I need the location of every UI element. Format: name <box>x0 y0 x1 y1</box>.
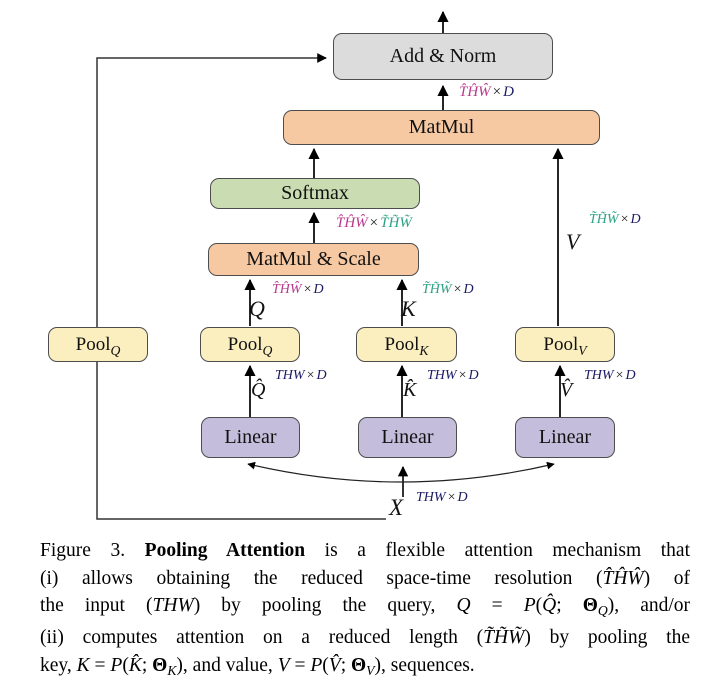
caption-segment: Θ <box>582 595 598 616</box>
figure-caption: Figure 3. Pooling Attention is a flexibl… <box>40 537 690 684</box>
caption-segment: T̂ĤŴ <box>602 567 644 589</box>
caption-segment: ( <box>535 595 543 616</box>
var-label-v: V <box>566 229 580 254</box>
caption-segment: , and/or <box>614 595 691 616</box>
pool-v-label: PoolV <box>543 333 587 358</box>
caption-segment: ; <box>556 595 583 616</box>
dim-label-attn-matrix: T̂ĤŴ×T̃H̃W̃ <box>336 215 412 231</box>
caption-segment: Θ <box>152 654 168 676</box>
add-norm-label: Add & Norm <box>389 45 497 67</box>
pool-k-label: PoolK <box>384 333 429 358</box>
flow-arrows <box>96 10 566 520</box>
caption-segment: T̃H̃W̃ <box>483 627 525 649</box>
linear-q-label: Linear <box>224 426 277 448</box>
softmax-box: Softmax <box>210 178 420 209</box>
pool-q-residual-box: PoolQ <box>48 327 148 362</box>
var-label-q: Q <box>249 296 265 321</box>
caption-segment: Figure 3. <box>40 540 145 561</box>
add-norm-box: Add & Norm <box>333 33 553 80</box>
caption-segment: Pooling Attention <box>144 540 306 561</box>
caption-segment: ) <box>607 595 615 616</box>
caption-segment: ; <box>340 654 351 676</box>
pool-k-box: PoolK <box>356 327 457 362</box>
caption-segment: THW <box>152 595 194 616</box>
caption-segment: P <box>523 595 536 616</box>
caption-segment: = <box>289 654 311 676</box>
caption-segment: K̂ <box>128 654 142 676</box>
caption-segment: Θ <box>351 654 367 676</box>
caption-segment: V̂ <box>328 654 341 676</box>
dim-label-v: T̃H̃W̃×D <box>589 212 641 227</box>
caption-segment: Q <box>456 595 471 616</box>
caption-segment: K <box>167 662 177 678</box>
caption-segment: ( <box>322 654 329 676</box>
dim-label-k: T̃H̃W̃×D <box>422 282 474 297</box>
caption-line: (i) allows obtaining the reduced space-t… <box>40 565 690 593</box>
caption-line: Figure 3. Pooling Attention is a flexibl… <box>40 537 690 565</box>
caption-segment: K <box>76 654 90 676</box>
caption-line: (ii) computes attention on a reduced len… <box>40 624 690 652</box>
caption-segment: Q <box>597 602 608 618</box>
pool-q-residual-label: PoolQ <box>75 333 121 358</box>
caption-segment: ) by pooling the <box>524 627 691 649</box>
residual-connection-line <box>96 53 386 520</box>
dim-label-q-hat: THW×D <box>275 368 327 383</box>
caption-segment: = <box>89 654 111 676</box>
var-label-k-hat: K̂ <box>403 379 417 401</box>
caption-segment: Q̂ <box>542 595 557 616</box>
caption-segment: ( <box>122 654 129 676</box>
caption-segment: ), and value, <box>176 654 278 676</box>
caption-segment: ), sequences. <box>374 654 475 676</box>
caption-segment: V <box>277 654 290 676</box>
caption-segment: V <box>366 662 375 678</box>
matmul-label: MatMul <box>408 116 475 138</box>
dim-label-q: T̂ĤŴ×D <box>272 282 324 297</box>
x-fanout-arc <box>247 461 555 483</box>
linear-k-box: Linear <box>358 417 457 458</box>
var-label-q-hat: Q̂ <box>251 379 266 401</box>
linear-v-box: Linear <box>515 417 615 458</box>
linear-q-box: Linear <box>201 417 300 458</box>
caption-line: the input (THW) by pooling the query, Q … <box>40 592 690 624</box>
caption-segment: (i) allows obtaining the reduced space-t… <box>40 567 603 589</box>
caption-segment: ) by pooling the query, <box>193 595 457 616</box>
softmax-label: Softmax <box>281 182 349 204</box>
caption-segment: P <box>110 654 123 676</box>
var-label-v-hat: V̂ <box>560 379 573 401</box>
pool-v-box: PoolV <box>515 327 615 362</box>
dim-label-v-hat: THW×D <box>584 368 636 383</box>
matmul-box: MatMul <box>283 110 600 145</box>
linear-k-label: Linear <box>381 426 434 448</box>
caption-segment: ) of <box>643 567 690 589</box>
var-label-x: X <box>389 495 404 520</box>
matmul-scale-box: MatMul & Scale <box>208 243 419 276</box>
dim-label-k-hat: THW×D <box>427 368 479 383</box>
pool-q-box: PoolQ <box>200 327 300 362</box>
caption-segment: the input ( <box>40 595 153 616</box>
dim-label-attn-output: T̂ĤŴ×D <box>459 84 514 100</box>
dim-label-x: THW×D <box>416 490 468 505</box>
caption-line: key, K = P(K̂; ΘK), and value, V = P(V̂;… <box>40 652 690 684</box>
matmul-scale-label: MatMul & Scale <box>246 248 381 270</box>
caption-segment: P <box>310 654 323 676</box>
caption-segment: key, <box>40 654 77 676</box>
caption-segment: is a flexible attention mechanism that <box>305 540 690 561</box>
caption-segment: (ii) computes attention on a reduced len… <box>40 627 484 649</box>
var-label-k: K <box>401 296 416 321</box>
caption-segment: ; <box>141 654 153 676</box>
linear-v-label: Linear <box>538 426 592 448</box>
pool-q-label: PoolQ <box>227 333 273 358</box>
caption-segment: = <box>470 595 524 616</box>
